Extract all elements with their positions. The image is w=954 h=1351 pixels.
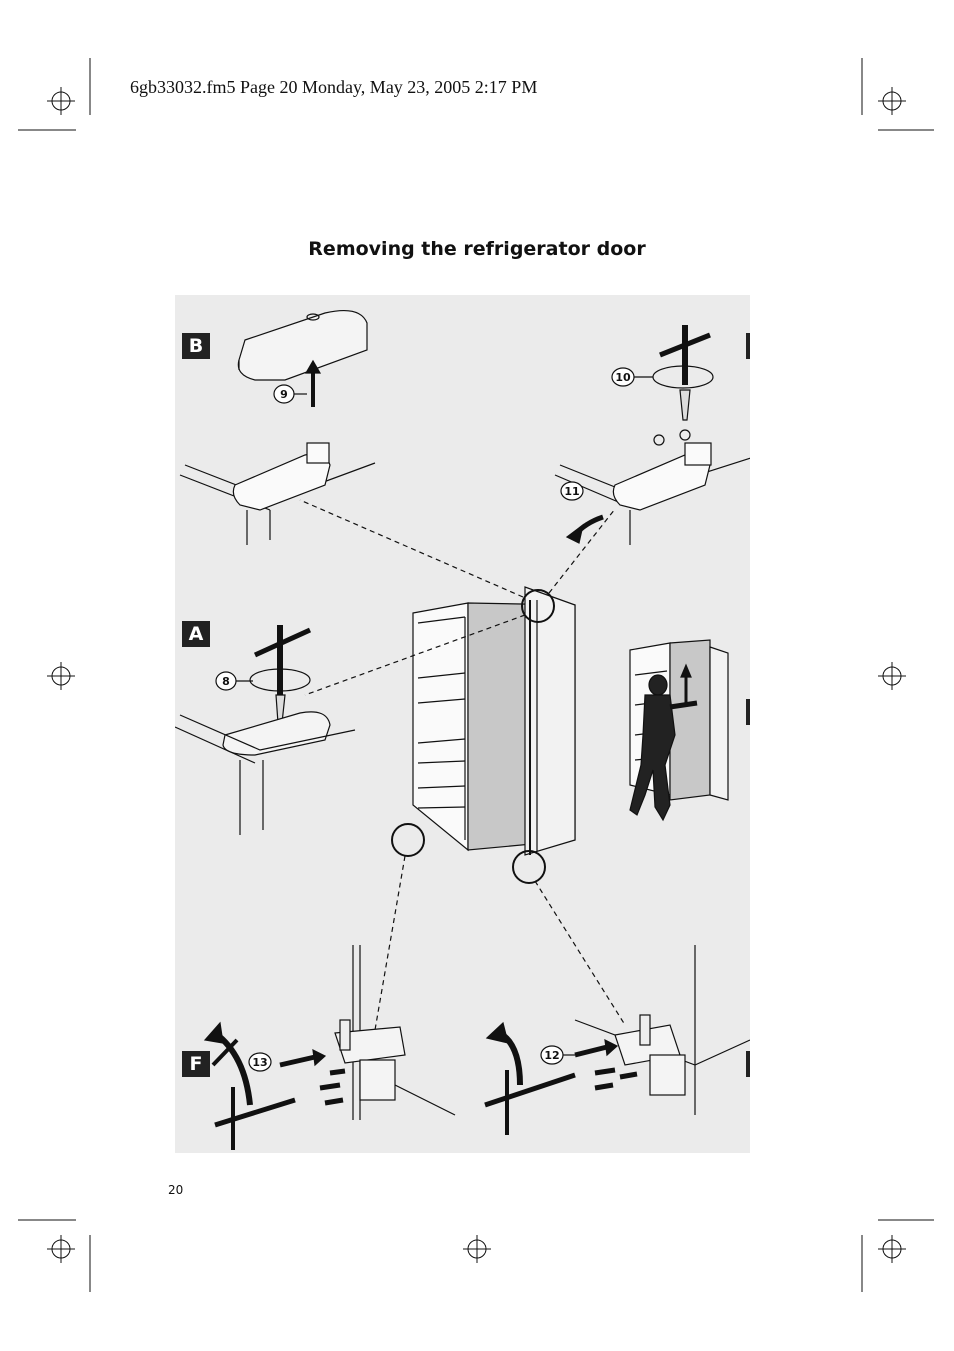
- bottom-right-hinge-circle: [512, 850, 546, 884]
- panel-f-drawing: [203, 945, 456, 1150]
- bottom-left-hinge-circle: [391, 823, 425, 857]
- step-label-f: F: [182, 1051, 210, 1077]
- step-label-d: D: [746, 699, 750, 725]
- top-hinge-circle: [521, 589, 555, 623]
- callout-13: 13: [252, 1056, 267, 1069]
- page-number: 20: [168, 1183, 184, 1197]
- illustration-svg: 9 10 11 8 13 12: [175, 310, 750, 1150]
- step-label-e: E: [746, 1051, 750, 1077]
- panel-d-drawing: [629, 639, 729, 822]
- step-label-a: A: [182, 621, 210, 647]
- callout-13-circle: [248, 1052, 272, 1072]
- door-removal-illustration: 9 10 11 8 13 12 B C A D F E: [175, 295, 750, 1153]
- page-title: Removing the refrigerator door: [308, 238, 646, 260]
- callout-11-circle: [560, 481, 584, 501]
- callout-9: 9: [280, 388, 288, 401]
- callout-12: 12: [544, 1049, 559, 1062]
- refrigerator-drawing: [412, 586, 576, 856]
- step-label-c: C: [746, 333, 750, 359]
- step-label-b: B: [182, 333, 210, 359]
- file-header: 6gb33032.fm5 Page 20 Monday, May 23, 200…: [130, 77, 538, 97]
- callout-11: 11: [564, 485, 579, 498]
- panel-a-drawing: [175, 625, 356, 835]
- panel-e-drawing: [484, 945, 750, 1135]
- callout-10: 10: [615, 371, 631, 384]
- callout-8: 8: [222, 675, 230, 688]
- panel-c-drawing: [554, 325, 750, 545]
- panel-b-drawing: [179, 310, 376, 545]
